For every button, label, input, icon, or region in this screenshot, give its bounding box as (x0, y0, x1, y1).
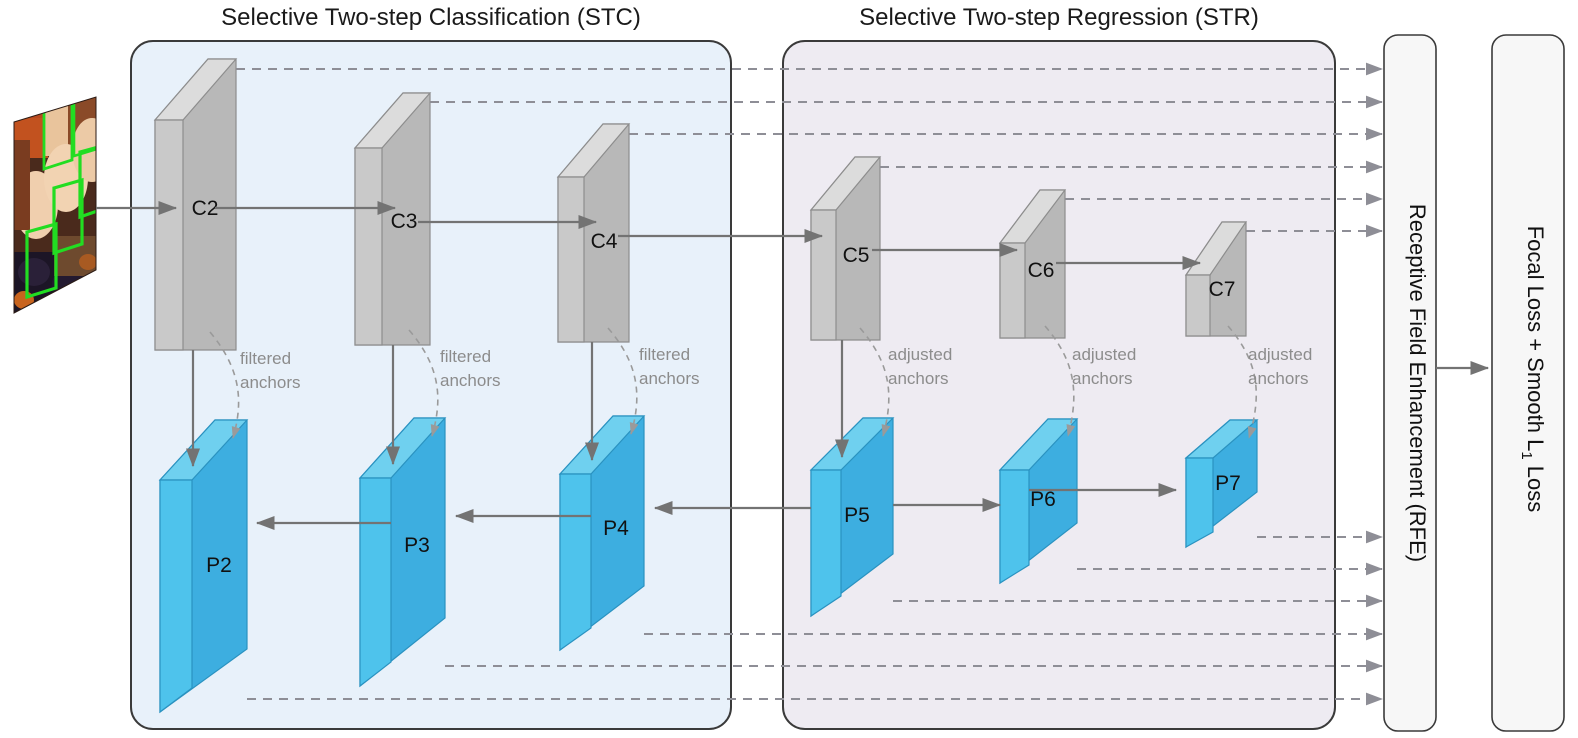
backbone-block-c2: C2 (153, 58, 238, 351)
str-title: Selective Two-step Regression (STR) (859, 4, 1259, 31)
pyramid-block-p5: P5 (809, 417, 895, 618)
anchor-note-2-line2: anchors (639, 369, 699, 388)
label-c4: C4 (591, 230, 618, 253)
label-c2: C2 (192, 197, 219, 220)
label-c7: C7 (1209, 278, 1236, 301)
anchor-note-5-line2: anchors (1248, 369, 1308, 388)
dashed-feeds-lower (247, 530, 1383, 706)
backbone-block-c3: C3 (353, 92, 432, 346)
label-p7: P7 (1215, 472, 1241, 495)
pyramid-block-p7: P7 (1184, 419, 1259, 549)
anchor-note-5-line1: adjusted (1248, 345, 1312, 364)
loss-label-part2: Loss (1523, 460, 1548, 513)
anchor-note-4-line2: anchors (1072, 369, 1132, 388)
dashed-feeds-upper (236, 62, 1383, 238)
anchor-note-0-line1: filtered (240, 349, 291, 368)
label-p5: P5 (844, 504, 870, 527)
rfe-panel (1383, 34, 1437, 732)
anchor-note-2-line1: filtered (639, 345, 690, 364)
rfe-label: Receptive Field Enhancement (RFE) (1405, 204, 1430, 562)
label-c3: C3 (391, 210, 418, 233)
anchor-note-1-line1: filtered (440, 347, 491, 366)
anchor-note-1-line2: anchors (440, 371, 500, 390)
backbone-block-c6: C6 (998, 189, 1067, 339)
label-p3: P3 (404, 534, 430, 557)
anchor-note-0-line2: anchors (240, 373, 300, 392)
loss-label-part1: Focal Loss + Smooth L (1523, 226, 1548, 452)
pyramid-block-p3: P3 (358, 417, 447, 688)
loss-label-subscript: 1 (1518, 451, 1535, 459)
pyramid-flow-arrows (255, 482, 1178, 531)
stc-title: Selective Two-step Classification (STC) (221, 4, 641, 31)
label-c6: C6 (1028, 259, 1055, 282)
backbone-block-c4: C4 (556, 123, 631, 343)
label-c5: C5 (843, 244, 870, 267)
loss-panel (1491, 34, 1565, 732)
label-p6: P6 (1030, 488, 1056, 511)
backbone-flow-arrows (96, 200, 1202, 271)
loss-label: Focal Loss + Smooth L1 Loss (1518, 226, 1548, 513)
svg-text:Focal Loss + Smooth L1 Loss: Focal Loss + Smooth L1 Loss (1518, 226, 1548, 513)
anchor-curves (209, 325, 1258, 439)
pyramid-block-p4: P4 (558, 415, 646, 652)
anchor-note-3-line1: adjusted (888, 345, 952, 364)
anchor-notes: filtered anchors filtered anchors filter… (240, 345, 1312, 392)
input-image (13, 96, 97, 314)
anchor-note-4-line1: adjusted (1072, 345, 1136, 364)
anchor-note-3-line2: anchors (888, 369, 948, 388)
pyramid-block-p6: P6 (998, 418, 1079, 585)
label-p4: P4 (603, 517, 629, 540)
label-p2: P2 (206, 554, 232, 577)
str-panel (782, 40, 1336, 730)
pyramid-block-p2: P2 (158, 419, 249, 714)
c-to-p-arrows (185, 340, 850, 468)
